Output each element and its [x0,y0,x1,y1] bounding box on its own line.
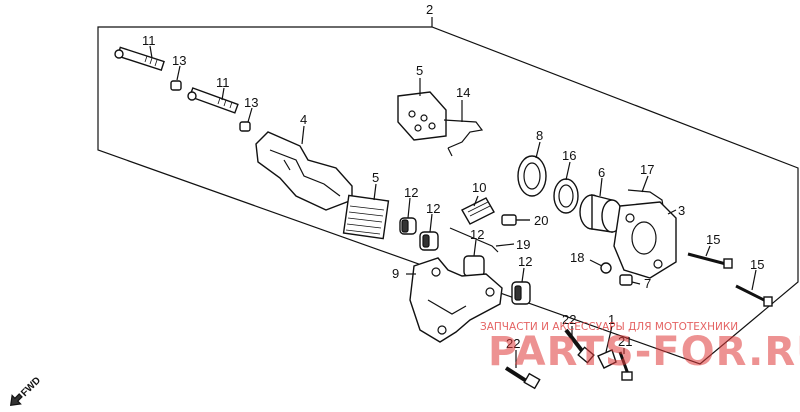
fwd-arrow-icon [9,393,23,407]
callout-12c: 12 [470,227,484,242]
part-18-bleeder-cap [600,262,612,274]
part-8-piston-seal [517,155,547,197]
callout-20: 20 [534,213,548,228]
callout-1: 1 [608,312,615,327]
part-19-spring [449,227,499,253]
callout-11a: 11 [142,33,156,48]
callout-14: 14 [456,85,470,100]
part-3-caliper-body [613,201,677,279]
part-10-retainer-plate [461,197,495,225]
callout-15b: 15 [750,257,764,272]
part-13-cap-upper [170,80,182,91]
callout-13a: 13 [172,53,186,68]
watermark-brand: PARTS-FOR.RU [488,329,800,375]
part-21-bolt [618,351,633,381]
callout-16: 16 [562,148,576,163]
part-13-cap-lower [239,121,251,132]
callout-11b: 11 [216,75,230,90]
callout-12b: 12 [426,201,440,216]
callout-5b: 5 [372,170,379,185]
callout-13b: 13 [244,95,258,110]
callout-22b: 22 [506,336,520,351]
callout-4: 4 [300,112,307,127]
part-15-bolt-2 [735,284,773,307]
callout-19: 19 [516,237,530,252]
part-15-bolt-1 [687,252,733,269]
part-12-boot-2 [419,231,439,251]
part-11-pin-lower [187,87,239,114]
part-7-bleeder-screw [619,274,633,286]
part-5-pad-upper [397,91,447,141]
callout-9: 9 [392,266,399,281]
callout-21: 21 [618,334,632,349]
watermark: ЗАПЧАСТИ И АКСЕССУАРЫ ДЛЯ МОТОТЕХНИКИ PA… [480,321,800,375]
part-11-pin-upper [114,46,165,72]
callout-17: 17 [640,162,654,177]
callout-8: 8 [536,128,543,143]
callout-12d: 12 [518,254,532,269]
fwd-indicator: FWD [9,375,43,407]
part-16-dust-seal [553,178,579,214]
fwd-label: FWD [19,375,43,399]
callout-7: 7 [644,276,651,291]
part-12-boot-3 [463,255,485,277]
watermark-caption: ЗАПЧАСТИ И АКСЕССУАРЫ ДЛЯ МОТОТЕХНИКИ [480,321,738,333]
callout-5a: 5 [416,63,423,78]
callout-15a: 15 [706,232,720,247]
part-12-boot-1 [399,217,417,235]
part-6-piston [579,194,623,233]
callout-3: 3 [678,203,685,218]
part-12-boot-4 [511,281,531,305]
part-9-caliper-bracket [409,257,503,343]
callout-22a: 22 [562,312,576,327]
part-14-pad-spring [443,119,484,157]
callout-6: 6 [598,165,605,180]
callout-labels: 2 11 13 11 13 4 5 14 5 12 12 12 12 10 20… [142,2,764,351]
part-22-bolt-lower [504,366,541,390]
callout-2: 2 [426,2,433,17]
callout-12a: 12 [404,185,418,200]
callout-10: 10 [472,180,486,195]
part-1-washer [597,349,617,369]
leader-lines [149,45,757,368]
callout-18: 18 [570,250,584,265]
part-4-pad-shim [255,131,353,211]
part-5-pad-lower [342,194,390,240]
part-22-bolt-upper [564,328,595,364]
